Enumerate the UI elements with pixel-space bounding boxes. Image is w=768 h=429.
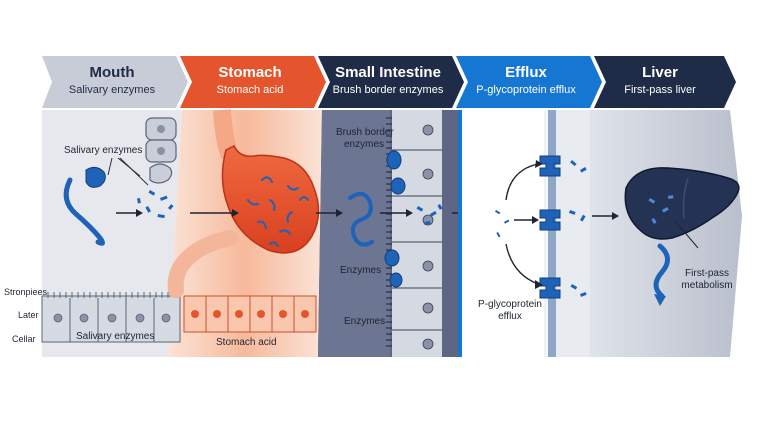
- enzyme-icon: [384, 249, 400, 267]
- efflux-membrane: [546, 110, 556, 357]
- stage-subtitle-stomach: Stomach acid: [216, 84, 284, 96]
- side-label-1: Stronpiees: [4, 287, 48, 297]
- microvilli: [386, 117, 392, 347]
- stage-subtitle-liver: First-pass liver: [624, 84, 696, 96]
- side-label-2: Later: [18, 310, 39, 320]
- stage-title-efflux: Efflux: [505, 64, 547, 81]
- stomach-art: [167, 109, 343, 333]
- chevron-liver: [594, 56, 736, 108]
- stage-subtitle-efflux: P-glycoprotein efflux: [476, 84, 576, 96]
- stage-title-mouth: Mouth: [89, 64, 135, 81]
- pgp-label-1: P-glycoprotein: [478, 299, 542, 310]
- stage-title-stomach: Stomach: [218, 64, 282, 81]
- drug-ribbon-icon: [348, 191, 374, 247]
- pgp-transporter-icon: [539, 277, 561, 299]
- chevron-efflux: [456, 56, 602, 108]
- mouth-art: [41, 117, 181, 343]
- stage-subtitle-mouth: Salivary enzymes: [68, 84, 156, 96]
- mouth-bottom-label: Salivary enzymes: [76, 331, 155, 342]
- intestine-enzymes-label-2: Enzymes: [344, 316, 386, 327]
- first-pass-label-1: First-pass: [685, 268, 729, 279]
- intestine-enzymes-label-1: Enzymes: [340, 265, 382, 276]
- enzyme-icon: [386, 150, 402, 170]
- chevron-intestine: [318, 56, 464, 108]
- pgp-transporter-icon: [539, 155, 561, 177]
- chevron-stomach: [180, 56, 326, 108]
- side-label-3: Cellar: [12, 334, 36, 344]
- drug-ribbon-icon: [63, 177, 106, 246]
- enzyme-icon: [389, 272, 403, 288]
- stage-subtitle-small-intestine: Brush border enzymes: [332, 84, 444, 96]
- brush-border: [392, 110, 442, 357]
- mouth-panel: [42, 110, 182, 357]
- first-pass-label-2: metabolism: [681, 280, 733, 291]
- enzyme-icon: [85, 166, 106, 188]
- brush-border-label-2: enzymes: [344, 139, 385, 150]
- pgp-transporter-icon: [539, 209, 561, 231]
- efflux-outer: [556, 110, 590, 357]
- enzyme-icon: [390, 177, 406, 195]
- pgp-label-2: efflux: [498, 311, 522, 322]
- stomach-bottom-label: Stomach acid: [216, 337, 277, 348]
- stage-title-liver: Liver: [642, 64, 678, 81]
- intestine-art: [348, 110, 485, 357]
- chevron-mouth: [42, 56, 188, 108]
- brush-border-label-1: Brush border: [336, 127, 394, 138]
- mouth-enzymes-label: Salivary enzymes: [64, 145, 143, 156]
- stage-title-small-intestine: Small Intestine: [335, 64, 441, 81]
- header-chevrons: [42, 56, 736, 108]
- liver-art: [624, 167, 740, 306]
- efflux-art: [458, 110, 619, 357]
